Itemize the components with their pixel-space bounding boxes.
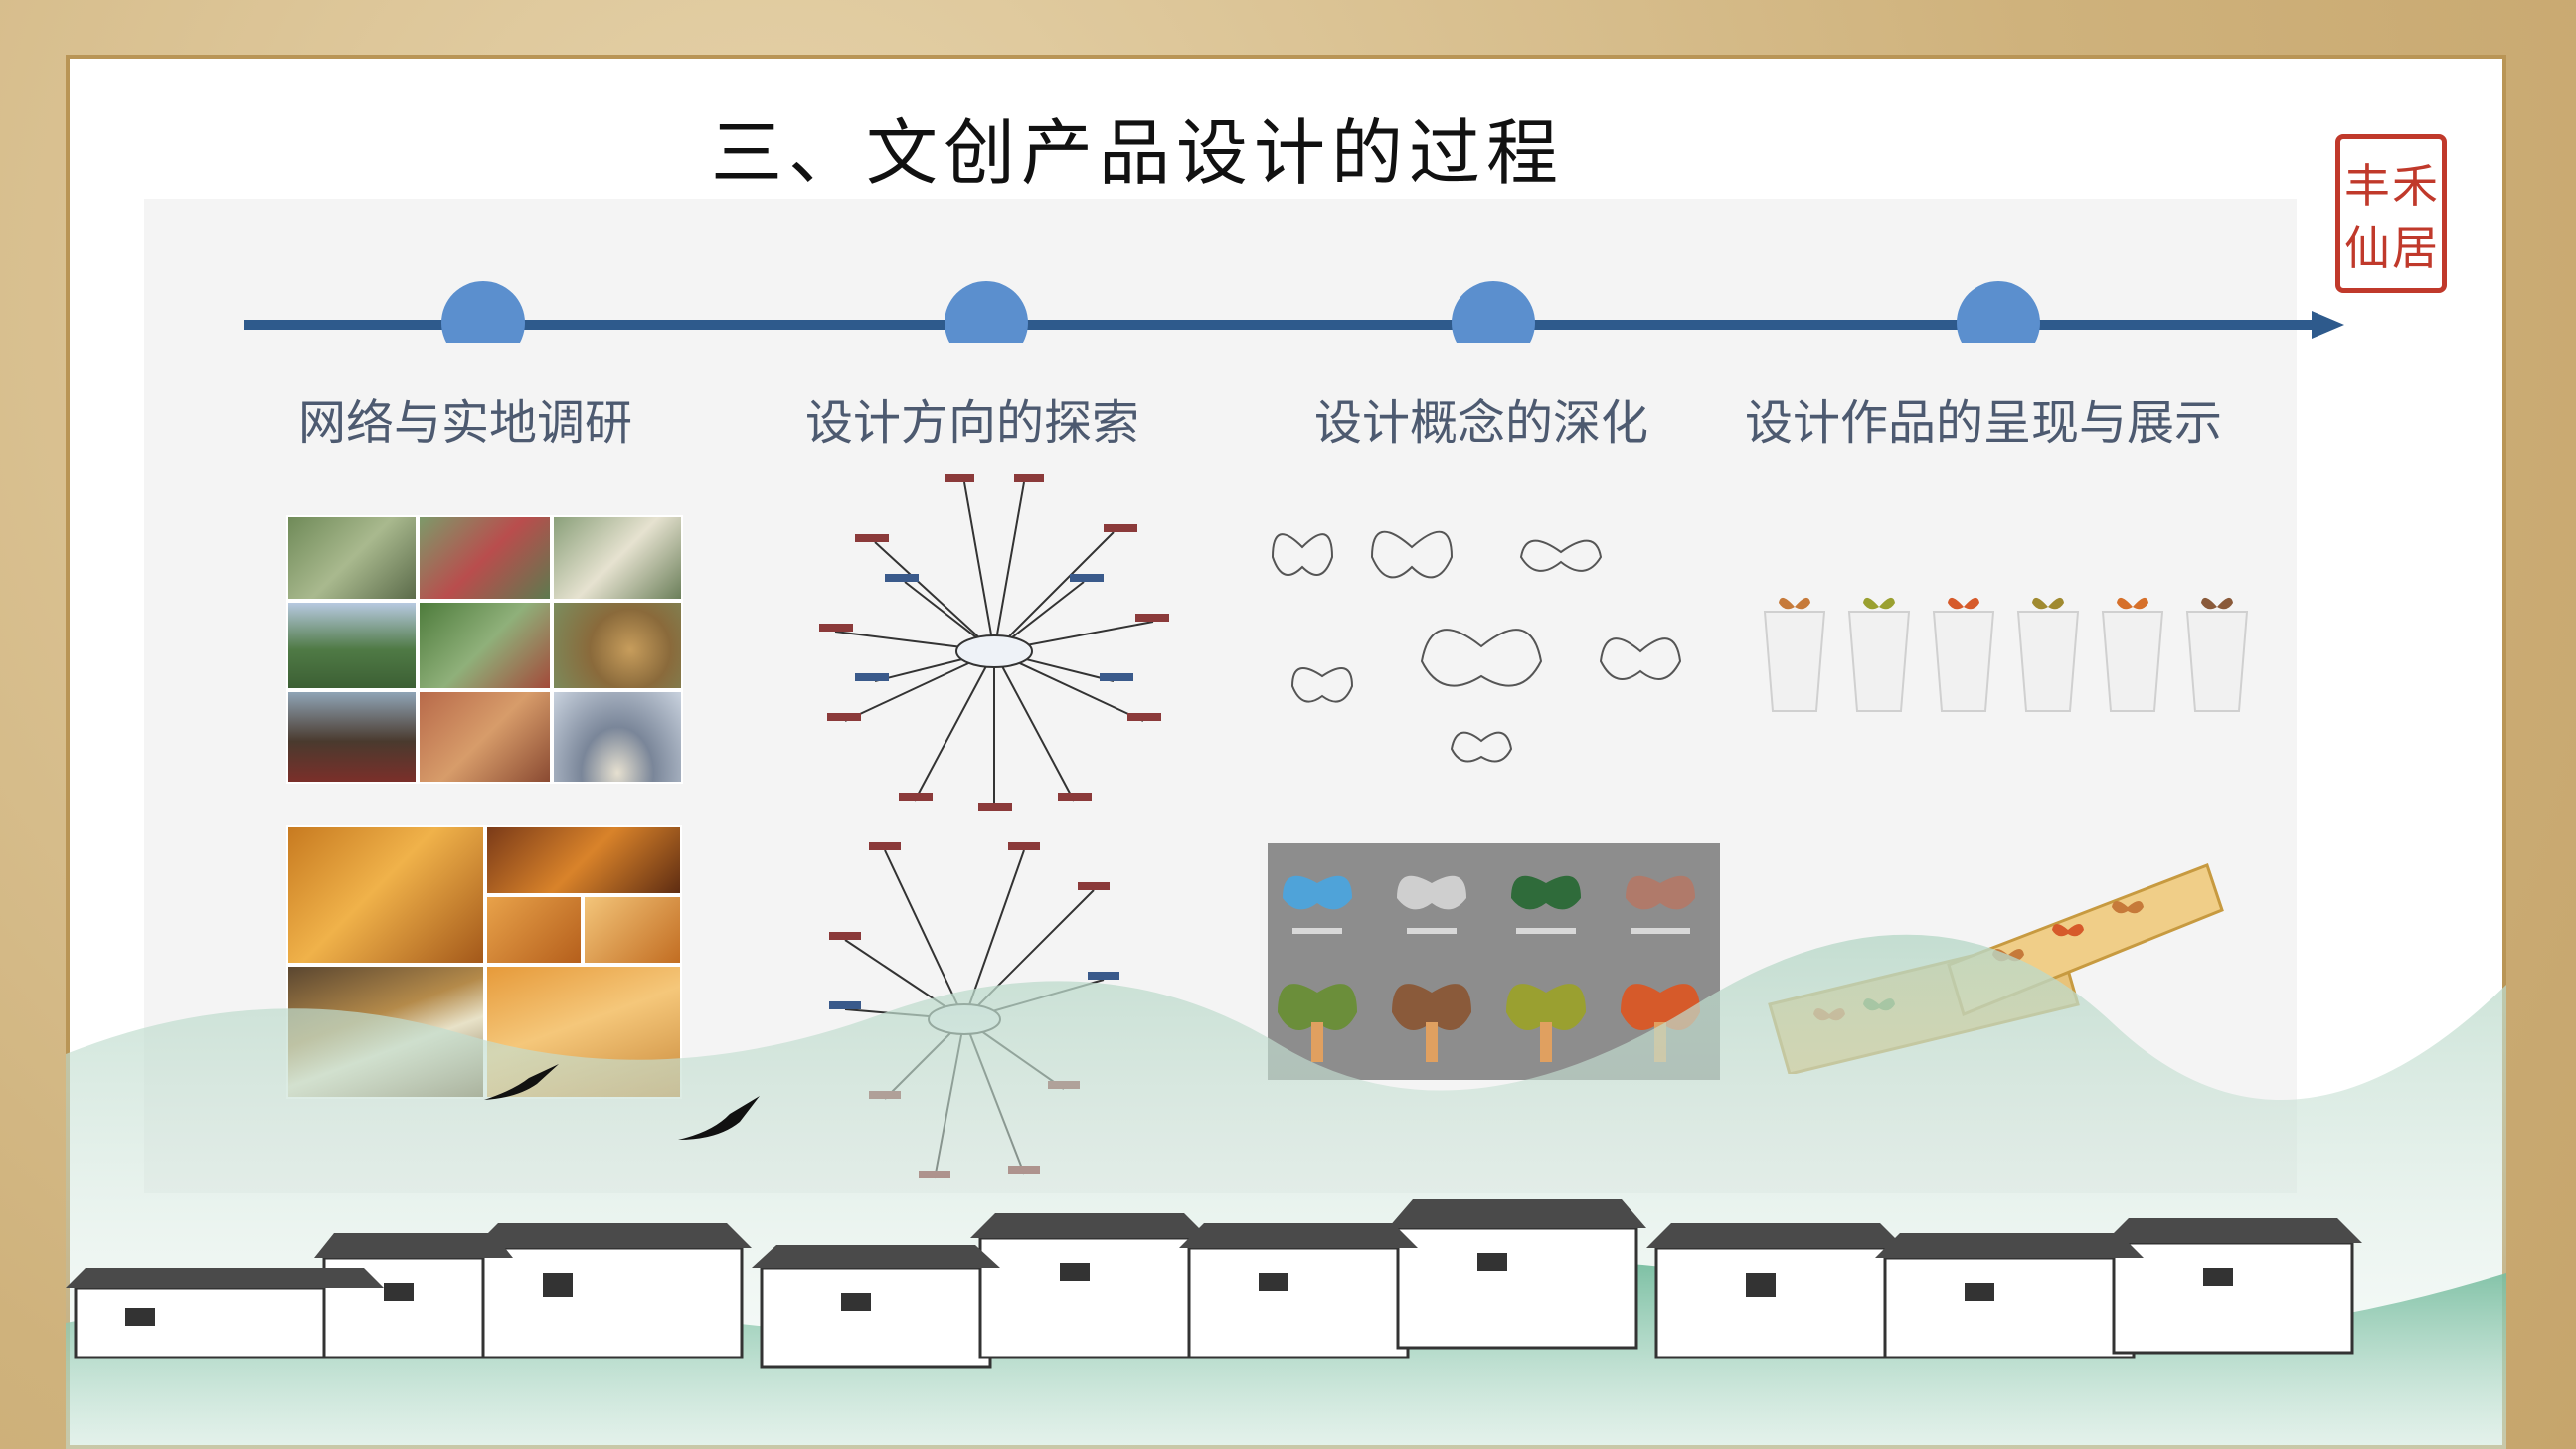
step-label-direction: 设计方向的探索 (805, 383, 1139, 453)
timeline-node-2 (945, 281, 1028, 343)
timeline-node-3 (1452, 281, 1535, 343)
slide-title: 三、文创产品设计的过程 (711, 94, 1564, 199)
step-label-research: 网络与实地调研 (298, 383, 632, 453)
seal-char: 禾 (2391, 152, 2439, 214)
timeline-node-4 (1957, 281, 2040, 343)
timeline (179, 254, 2356, 343)
photo (286, 690, 418, 784)
photo (286, 515, 418, 601)
arrow-right-icon (2312, 311, 2344, 339)
photo (418, 690, 552, 784)
butterfly-sketches (1263, 507, 1730, 786)
swallow-bird-icon (482, 1062, 562, 1102)
swallow-bird-icon (676, 1094, 766, 1144)
product-cups-render (1745, 577, 2302, 726)
photo (485, 825, 682, 895)
seal-char: 居 (2391, 214, 2439, 275)
photo (552, 690, 683, 784)
photo (552, 601, 683, 690)
photo (418, 515, 552, 601)
photo (418, 601, 552, 690)
village-landscape (66, 895, 2506, 1449)
seal-char: 丰 (2343, 152, 2391, 214)
photo (286, 601, 418, 690)
mindmap-1 (815, 462, 1173, 820)
photo (552, 515, 683, 601)
step-label-concept: 设计概念的深化 (1314, 383, 1648, 453)
timeline-node-1 (441, 281, 525, 343)
step-label-presentation: 设计作品的呈现与展示 (1745, 383, 2222, 453)
